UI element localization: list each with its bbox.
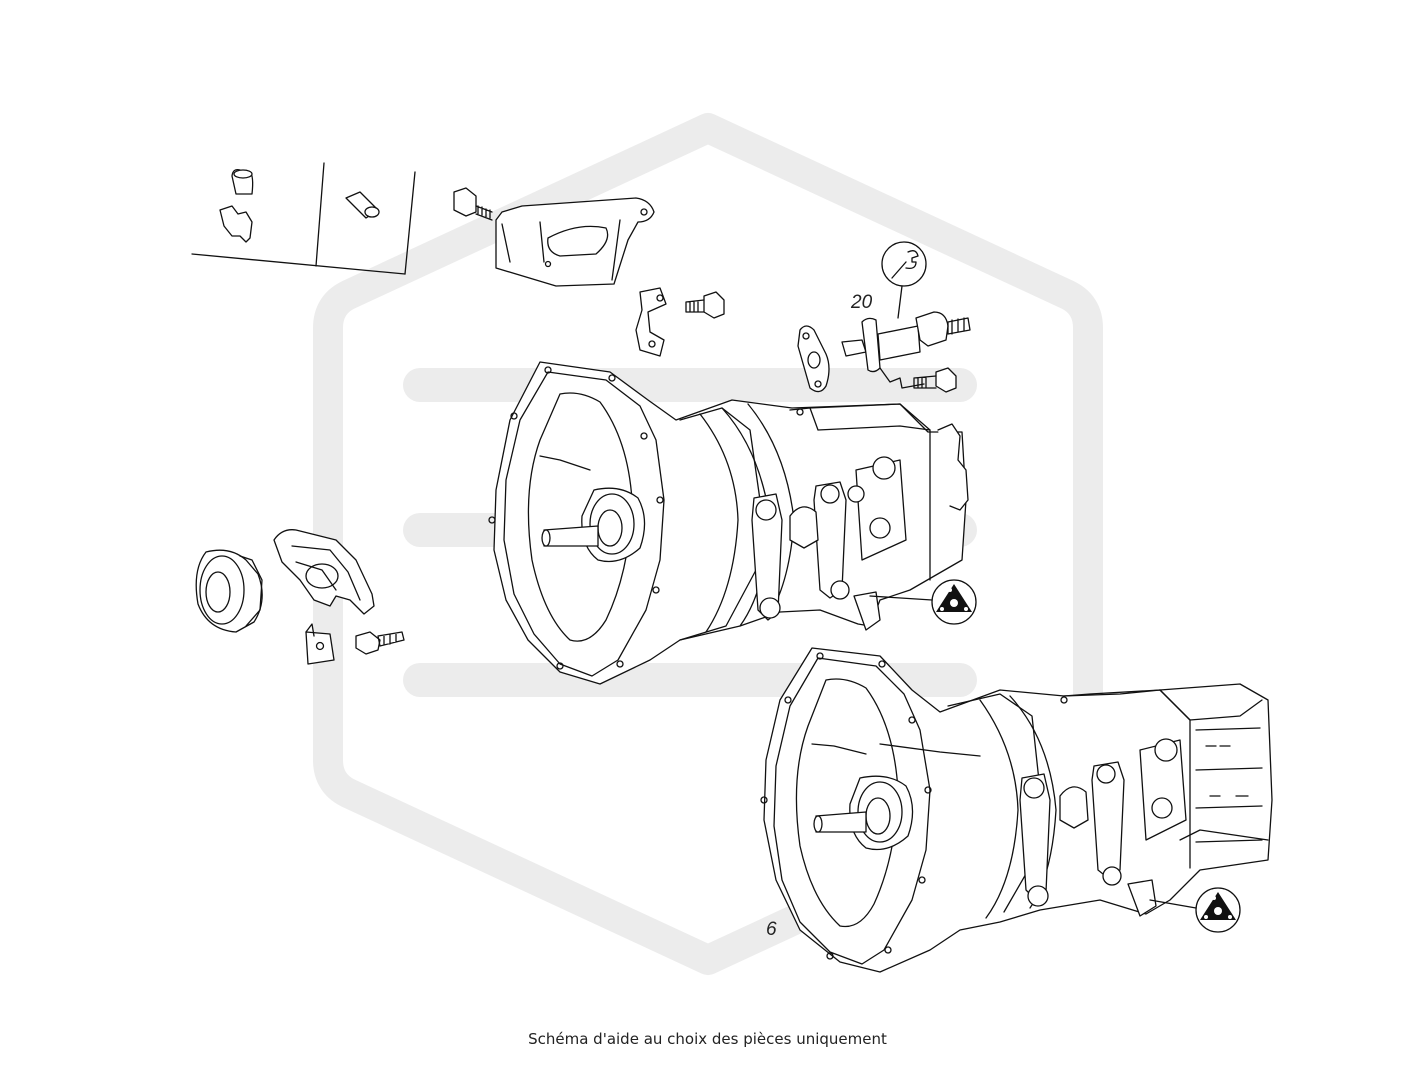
clutch-fork — [273, 529, 375, 615]
part-6-transmission-lower: 6 — [760, 647, 1273, 973]
release-bearing — [195, 549, 263, 633]
part-20-slave-cylinder: 20 — [797, 285, 971, 393]
triangle-mount-icon — [1149, 887, 1241, 933]
wrench-icon — [881, 241, 927, 287]
hex-bolt-cylinder — [913, 367, 957, 393]
pivot-bolt — [355, 631, 405, 655]
hex-bolt-top — [453, 187, 493, 221]
callout-20: 20 — [850, 292, 873, 313]
small-bracket — [635, 287, 667, 357]
flange-bolt — [685, 291, 725, 319]
callout-6: 6 — [766, 919, 777, 940]
triangle-mount-icon — [869, 579, 977, 625]
transmission-upper — [488, 361, 969, 685]
mounting-bracket — [495, 197, 655, 287]
variant-inset — [191, 162, 416, 275]
diagram-caption: Schéma d'aide au choix des pièces unique… — [528, 1030, 887, 1048]
sleeve-part — [345, 191, 380, 219]
fork-clip — [305, 623, 335, 665]
clip-bushing-part — [219, 168, 254, 243]
